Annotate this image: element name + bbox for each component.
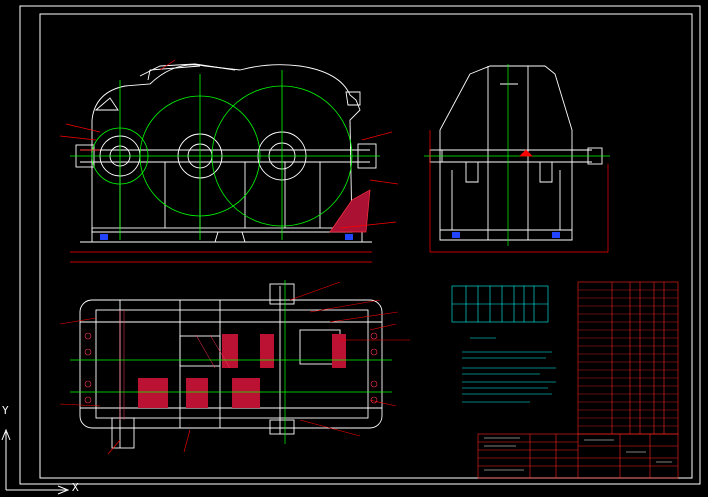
side-view-feet xyxy=(100,232,560,240)
technical-requirements-block xyxy=(462,337,556,403)
front-view-pitch-circles xyxy=(70,70,380,240)
technical-characteristics-table xyxy=(451,285,549,323)
plan-view-bolts xyxy=(84,332,378,404)
sheet-outer-frame xyxy=(19,5,701,485)
plan-view-gear-sections xyxy=(138,334,346,408)
plan-view-hatching xyxy=(119,310,231,420)
ucs-icon xyxy=(1,428,70,495)
front-view-dimensions xyxy=(59,59,399,263)
side-elevation-view xyxy=(429,65,603,241)
sheet-inner-frame xyxy=(39,13,693,479)
plan-view-leaders xyxy=(59,281,410,455)
ucs-y-label: Y xyxy=(2,404,9,417)
side-view-centerlines xyxy=(424,64,610,246)
title-block-text-strokes xyxy=(484,437,672,471)
side-view-dimensions xyxy=(429,130,609,253)
title-block xyxy=(477,433,679,479)
front-elevation-view xyxy=(75,63,377,243)
ucs-x-label: X xyxy=(72,481,79,494)
parts-list-table xyxy=(577,281,679,435)
plan-view-centerlines xyxy=(70,280,392,444)
